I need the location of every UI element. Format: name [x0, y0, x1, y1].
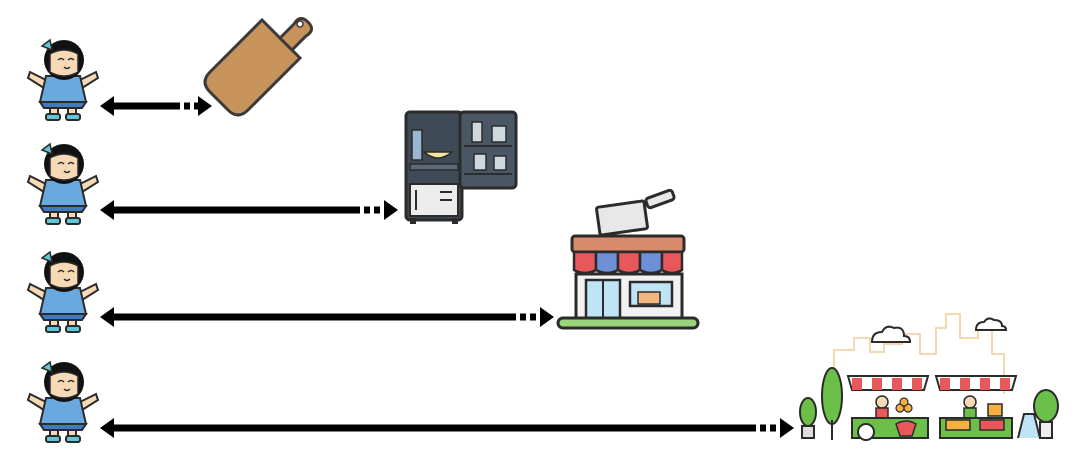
refrigerator-icon — [404, 110, 518, 224]
child-icon — [27, 39, 99, 121]
double-arrow — [100, 96, 212, 116]
cutting-board-icon — [203, 17, 313, 117]
double-arrow — [100, 200, 398, 220]
double-arrow — [100, 418, 794, 438]
double-arrow — [100, 307, 554, 327]
market-icon — [799, 313, 1059, 441]
child-icon — [27, 251, 99, 333]
child-icon — [27, 143, 99, 225]
butcher-shop-icon — [556, 188, 700, 330]
child-icon — [27, 361, 99, 443]
